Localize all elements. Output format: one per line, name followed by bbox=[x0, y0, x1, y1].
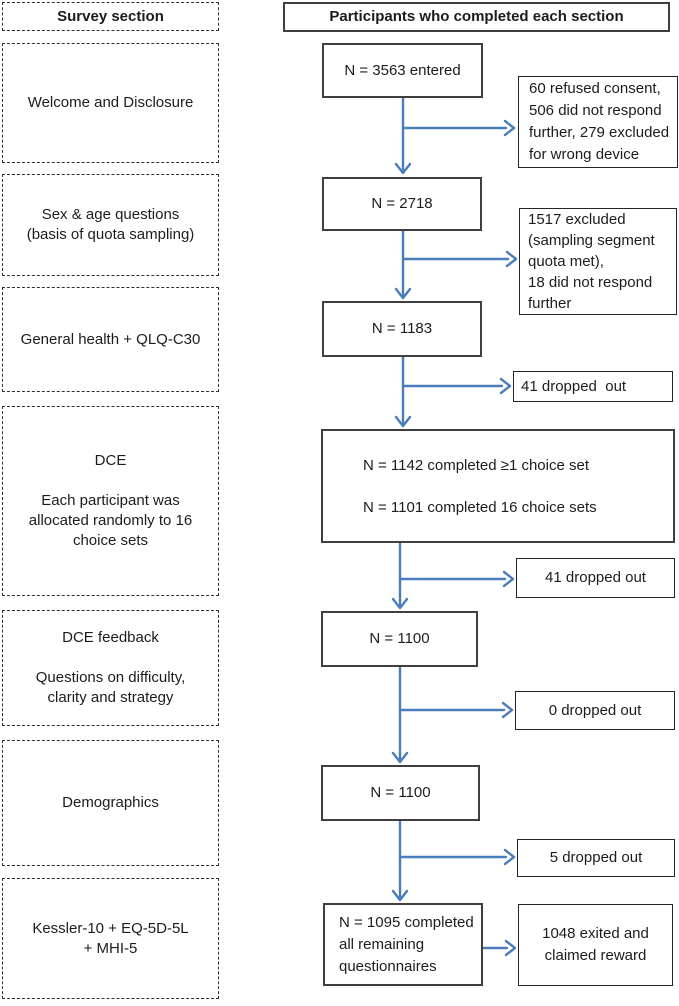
text-line: 5 dropped out bbox=[549, 849, 643, 866]
text-line: questionnaires bbox=[339, 957, 437, 975]
survey-section-demographics: Demographics bbox=[2, 740, 219, 866]
connector-demographics-to-final bbox=[391, 819, 516, 902]
flow-node-1100-feedback: N = 1100 bbox=[321, 611, 478, 667]
text-line: allocated randomly to 16 bbox=[28, 512, 193, 529]
text-line: all remaining bbox=[339, 935, 425, 953]
text-line: 41 dropped out bbox=[545, 569, 646, 586]
side-note-5-dropped: 5 dropped out bbox=[517, 839, 675, 877]
text-line bbox=[108, 471, 112, 491]
text-line: General health + QLQ-C30 bbox=[20, 330, 201, 348]
text-line: further bbox=[528, 295, 572, 312]
connector-2718-to-1183 bbox=[394, 229, 518, 300]
text-line: choice sets bbox=[72, 532, 149, 549]
text-line: further, 279 excluded bbox=[529, 124, 670, 141]
survey-section-sex-age: Sex & age questions (basis of quota sampl… bbox=[2, 174, 219, 276]
survey-section-general-health: General health + QLQ-C30 bbox=[2, 287, 219, 392]
text-line: 18 did not respond bbox=[528, 274, 653, 291]
flow-node-1095-final: N = 1095 completed all remaining questionn… bbox=[323, 903, 483, 986]
text-line: 1048 exited and bbox=[542, 925, 649, 942]
text-line: DCE bbox=[94, 452, 127, 469]
text-line: N = 1100 bbox=[370, 784, 431, 801]
side-note-41-dropped-1: 41 dropped out bbox=[513, 371, 673, 402]
flow-node-2718: N = 2718 bbox=[322, 177, 482, 231]
side-note-41-dropped-2: 41 dropped out bbox=[516, 558, 675, 598]
right-column-header: Participants who completed each section bbox=[283, 2, 670, 32]
connector-1183-to-dce bbox=[394, 355, 512, 428]
text-line: N = 3563 entered bbox=[344, 61, 461, 79]
side-note-1517-excluded: 1517 excluded (sampling segment quota met)… bbox=[519, 208, 677, 315]
connector-feedback-to-demographics bbox=[391, 665, 514, 764]
text-line: N = 1095 completed bbox=[339, 913, 474, 931]
connector-dce-to-1100 bbox=[391, 541, 515, 610]
text-line: N = 1100 bbox=[369, 630, 430, 647]
survey-section-dce-feedback: DCE feedback Questions on difficulty, cla… bbox=[2, 610, 219, 726]
side-note-exited-reward: 1048 exited and claimed reward bbox=[518, 904, 673, 986]
text-line: 506 did not respond bbox=[529, 102, 662, 119]
text-line bbox=[108, 648, 112, 668]
connector-entered-to-2718 bbox=[394, 96, 516, 175]
text-line: clarity and strategy bbox=[47, 689, 174, 706]
text-line bbox=[363, 476, 367, 497]
survey-section-dce: DCE Each participant was allocated random… bbox=[2, 406, 219, 596]
text-line: for wrong device bbox=[529, 146, 640, 163]
text-line: Sex & age questions bbox=[41, 206, 180, 223]
text-line: quota met), bbox=[528, 253, 604, 270]
left-header-label: Survey section bbox=[57, 7, 164, 25]
flow-node-entered: N = 3563 entered bbox=[322, 43, 483, 98]
flow-node-dce-choice-sets: N = 1142 completed ≥1 choice set N = 110… bbox=[321, 429, 675, 543]
text-line: 0 dropped out bbox=[548, 701, 642, 719]
text-line: N = 1142 completed ≥1 choice set bbox=[363, 456, 590, 474]
text-line: Each participant was bbox=[41, 492, 180, 509]
text-line: Kessler-10 + EQ-5D-5L bbox=[32, 919, 189, 937]
text-line: claimed reward bbox=[544, 947, 647, 964]
text-line: 1517 excluded bbox=[528, 211, 626, 228]
text-line: + MHI-5 bbox=[83, 939, 138, 957]
text-line: N = 1101 completed 16 choice sets bbox=[363, 498, 597, 516]
text-line: Welcome and Disclosure bbox=[27, 94, 194, 111]
text-line: Demographics bbox=[62, 794, 159, 811]
flow-node-1100-demographics: N = 1100 bbox=[321, 765, 480, 821]
side-note-refused-consent: 60 refused consent, 506 did not respond fu… bbox=[518, 76, 678, 168]
survey-section-welcome: Welcome and Disclosure bbox=[2, 43, 219, 163]
text-line: DCE feedback bbox=[62, 629, 159, 646]
connector-final-to-reward bbox=[481, 939, 517, 957]
text-line: (basis of quota sampling) bbox=[26, 226, 195, 243]
text-line: N = 1183 bbox=[371, 320, 433, 337]
right-header-label: Participants who completed each section bbox=[329, 8, 624, 25]
left-column-header: Survey section bbox=[2, 2, 219, 31]
text-line: 60 refused consent, bbox=[529, 80, 661, 97]
text-line: (sampling segment bbox=[528, 232, 655, 249]
flow-node-1183: N = 1183 bbox=[322, 301, 482, 357]
side-note-0-dropped: 0 dropped out bbox=[515, 691, 675, 730]
survey-section-kessler: Kessler-10 + EQ-5D-5L + MHI-5 bbox=[2, 878, 219, 999]
text-line: 41 dropped out bbox=[521, 377, 627, 395]
text-line: N = 2718 bbox=[371, 195, 433, 212]
text-line: Questions on difficulty, bbox=[35, 669, 186, 686]
